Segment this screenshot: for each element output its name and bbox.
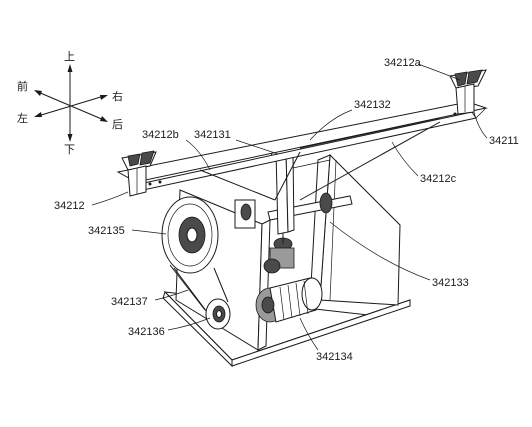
back-wall-edge [329, 159, 337, 301]
shaft-collar-right [319, 192, 333, 214]
leader-342137 [154, 289, 189, 301]
left-bracket [121, 150, 157, 197]
truss-diagonal-left [199, 169, 276, 201]
right-bracket-34211 [449, 69, 487, 115]
compass-arrow-up [67, 64, 73, 72]
lower-bearing [261, 296, 275, 314]
base-plate-side-edge [231, 299, 411, 367]
beam-top-rail-34212b [116, 101, 488, 183]
beam-assembly-34212 [116, 101, 488, 201]
compass-left-right-axis [37, 95, 105, 117]
right-bracket-clamp-right [466, 69, 483, 85]
large-pulley-groove [167, 203, 213, 267]
motor-fin-4 [303, 280, 309, 315]
compass-rear-label: 后 [112, 118, 123, 131]
leader-342136 [167, 317, 211, 331]
upright-brace [292, 159, 331, 169]
compass-arrow-right [100, 95, 108, 100]
label-34212b: 34212b [142, 129, 179, 141]
compass-down-label: 下 [64, 143, 75, 156]
leader-342134 [299, 317, 319, 351]
motor-fin-2 [287, 284, 293, 319]
compass-arrow-rear [100, 116, 108, 122]
housing-back-wall [319, 153, 401, 306]
large-pulley-bore [186, 227, 198, 243]
truss-lower-chord-34212c [299, 121, 441, 201]
label-342132: 342132 [354, 99, 391, 111]
leader-34212a [417, 63, 461, 81]
label-342134: 342134 [316, 351, 353, 363]
compass-left-label: 左 [17, 112, 28, 125]
beam-bolt-2 [158, 180, 162, 184]
leader-34212 [91, 191, 129, 206]
leader-342135 [131, 229, 167, 235]
label-34212: 34212 [54, 200, 85, 212]
part-labels: 34212a 342132 34211 34212b 342131 34212c… [54, 57, 519, 363]
leader-342131 [235, 139, 279, 155]
label-342131: 342131 [194, 129, 231, 141]
leader-34212c [391, 141, 419, 177]
motor-fin-1 [279, 286, 285, 321]
drive-belt-inner [173, 267, 208, 313]
left-bracket-clamp-right [139, 150, 155, 166]
compass-up-label: 上 [64, 50, 75, 63]
left-bracket-clamp-left [127, 153, 141, 167]
truss-upper-chord [299, 117, 441, 149]
right-bracket-clamp-left [454, 71, 468, 87]
compass-right-label: 右 [112, 89, 123, 103]
leader-34212b [185, 139, 211, 171]
upright-post-side [285, 149, 295, 233]
drive-belt-342137 [169, 264, 229, 311]
small-pulley-bore [216, 310, 222, 318]
motor-fin-3 [295, 282, 301, 317]
label-342137: 342137 [111, 296, 148, 308]
label-342136: 342136 [128, 326, 165, 338]
leader-lines [91, 63, 488, 351]
label-34211: 34211 [489, 135, 519, 147]
label-34212c: 34212c [420, 173, 457, 185]
leader-342133 [329, 221, 431, 281]
bearing-left-hub [240, 203, 252, 221]
direction-compass: 上 下 前 后 左 右 [17, 50, 123, 156]
motor-rear-cap [301, 277, 323, 311]
leader-34211 [473, 111, 488, 139]
compass-arrow-down [67, 134, 73, 142]
beam-bolt-1 [148, 182, 152, 186]
compass-front-label: 前 [17, 79, 28, 93]
motor-342134 [255, 277, 323, 323]
leader-342132 [309, 109, 353, 141]
bearing-side-left [263, 258, 281, 274]
compass-arrow-left [34, 112, 42, 117]
truss-diagonal-mid [274, 151, 301, 201]
label-34212a: 34212a [384, 57, 422, 69]
pulley-drive [161, 196, 231, 330]
label-342133: 342133 [432, 277, 469, 289]
label-342135: 342135 [88, 225, 125, 237]
beam-end-right [475, 107, 487, 119]
beam-bolt-3 [453, 112, 457, 116]
compass-arrow-front [34, 90, 42, 96]
